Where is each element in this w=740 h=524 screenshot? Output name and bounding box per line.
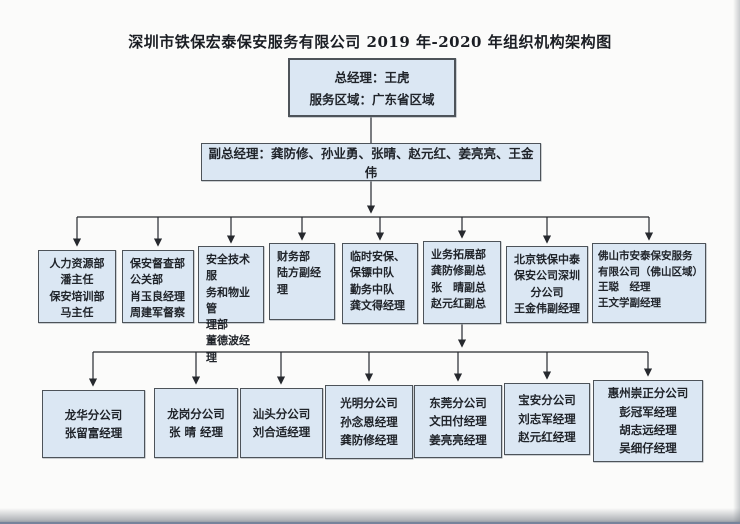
branch-line: 姜亮亮经理 [429,432,487,447]
dept-node-beijing-tiebao-shenzhen: 北京铁保中泰 保安公司深圳 分公司 王金伟副经理 [506,246,588,323]
branch-line: 张留富经理 [64,426,123,440]
dept-line: 王文学副经理 [598,296,661,309]
branch-line: 龙华分公司 [64,407,123,422]
dept-line: 周建军督察 [130,305,185,319]
dept-line: 肖玉良经理 [130,289,185,303]
dept-line: 财务部 [277,250,310,263]
branch-line: 吴细仔经理 [619,441,677,456]
dept-node-tech-property-management: 安全技术服 务和物业管 理部 董德波经理 [198,246,264,364]
branch-line: 张 晴 经理 [168,425,223,439]
branch-line: 光明分公司 [340,396,398,411]
dept-node-security-supervision: 保安督查部 公关部 肖玉良经理 周建军督察 [122,250,194,323]
scan-edge-bottom [0,522,740,524]
org-node-deputy-general-managers: 副总经理：龚防修、孙业勇、张晴、赵元红、姜亮亮、王金伟 [201,143,541,181]
dept-line: 业务拓展部 [431,248,486,261]
dept-line: 王金伟副经理 [514,301,580,315]
dept-line: 安全技术服 [206,253,250,283]
dept-line: 陆方副经理 [277,266,321,296]
dept-line: 临时安保、 [350,250,405,263]
dept-line: 北京铁保中泰 [514,253,580,266]
dept-node-finance: 财务部 陆方副经理 [269,243,335,320]
dept-line: 保安培训部 [49,289,105,303]
branch-line: 孙念恩经理 [340,414,398,429]
dept-line: 龚防修副总 [431,264,486,278]
scan-shadow-bottom [0,508,740,524]
branch-node-shantou: 汕头分公司 刘合适经理 [240,388,323,458]
branch-node-longgang: 龙岗分公司 张 晴 经理 [154,388,238,458]
deputy-line: 副总经理：龚防修、孙业勇、张晴、赵元红、姜亮亮、王金伟 [208,146,534,180]
branch-line: 东莞分公司 [429,395,487,410]
dept-line: 勤务中队 [350,282,394,296]
branch-node-guangming: 光明分公司 孙念恩经理 龚防修经理 [325,385,413,459]
dept-node-business-development: 业务拓展部 龚防修副总 张 晴副总 赵元红副总 [423,241,501,324]
branch-line: 惠州崇正分公司 [607,386,689,401]
dept-line: 理部 [206,318,228,332]
dept-line: 王聪 经理 [598,281,651,294]
branch-line: 龚防修经理 [340,433,398,448]
branch-node-baoan: 宝安分公司 刘志军经理 赵元红经理 [504,383,590,455]
dept-line: 务和物业管 [206,285,250,315]
branch-line: 文田付经理 [429,414,487,429]
branch-line: 刘合适经理 [252,425,311,439]
scan-shadow-right [733,0,740,524]
service-region-line: 服务区域：广东省区域 [309,92,435,108]
dept-line: 分公司 [530,285,564,299]
dept-line: 人力资源部 [49,257,105,270]
general-manager-line: 总经理：王虎 [334,69,410,85]
dept-line: 龚文得经理 [350,298,405,312]
dept-line: 赵元红副总 [431,296,486,310]
dept-line: 有限公司（佛山区域） [598,265,703,278]
branch-node-huizhou-chongzheng: 惠州崇正分公司 彭冠军经理 胡志远经理 吴细仔经理 [593,380,703,462]
branch-line: 宝安分公司 [518,393,576,408]
dept-line: 马主任 [60,305,94,319]
branch-node-dongguan: 东莞分公司 文田付经理 姜亮亮经理 [414,385,502,458]
dept-line: 潘主任 [60,273,94,287]
dept-node-human-resources: 人力资源部 潘主任 保安培训部 马主任 [38,250,116,323]
dept-node-temp-security-squads: 临时安保、 保镖中队 勤务中队 龚文得经理 [342,243,418,324]
branch-line: 赵元红经理 [518,430,576,445]
dept-line: 公关部 [130,273,163,287]
branch-line: 汕头分公司 [252,406,311,421]
dept-node-foshan-antai: 佛山市安泰保安服务 有限公司（佛山区域） 王聪 经理 王文学副经理 [592,243,706,323]
dept-line: 董德波经理 [206,334,250,364]
dept-line: 张 晴副总 [431,280,486,294]
branch-line: 胡志远经理 [619,423,677,437]
branch-line: 彭冠军经理 [619,404,677,419]
branch-line: 刘志军经理 [518,411,576,426]
dept-line: 佛山市安泰保安服务 [598,250,693,262]
branch-line: 龙岗分公司 [167,406,225,421]
org-node-general-manager: 总经理：王虎 服务区域：广东省区域 [288,58,456,117]
page-title: 深圳市铁保宏泰保安服务有限公司 2019 年-2020 年组织机构架构图 [128,33,612,51]
dept-line: 保安公司深圳 [514,269,580,283]
branch-node-longhua: 龙华分公司 张留富经理 [42,390,145,458]
dept-line: 保镖中队 [350,266,394,280]
dept-line: 保安督查部 [130,257,185,270]
